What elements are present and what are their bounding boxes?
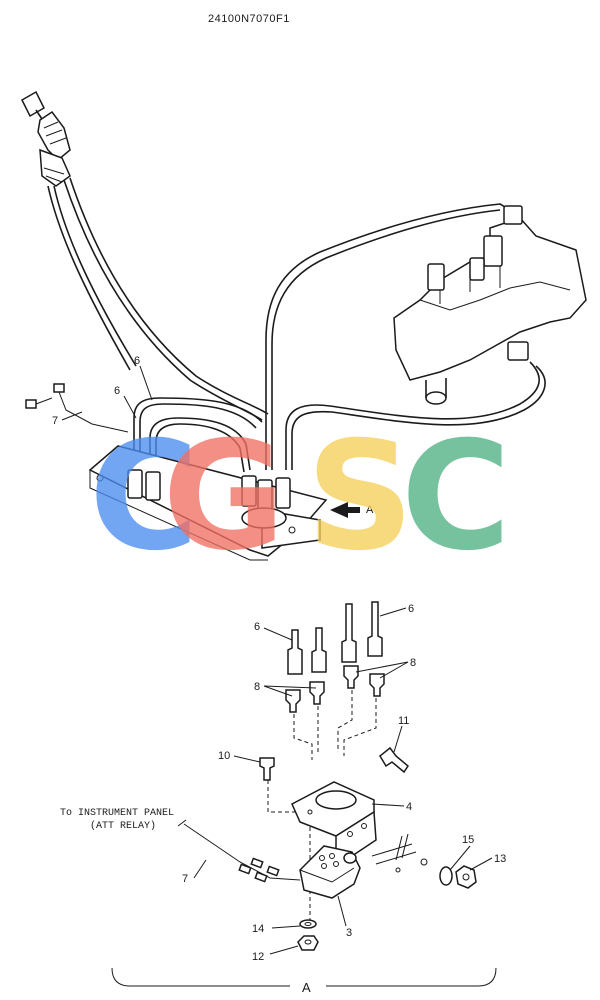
upper-fittings [127,469,291,529]
detail-arrow [330,502,360,518]
callout-nut-right: 13 [494,853,506,865]
detail-pipes [287,601,383,675]
callout-pipe-right: 6 [408,603,414,615]
callout-valve-block: 3 [346,927,352,939]
callout-bracket: 4 [406,801,412,813]
callout-connector-left: 8 [254,681,260,693]
detail-washer-nut [439,865,477,889]
detail-valve-block [299,845,361,899]
upper-harness [25,383,129,433]
callout-connector-right: 8 [410,657,416,669]
att-relay-note: (ATT RELAY) [90,820,156,832]
drawing-number: 24100N7070F1 [208,13,290,25]
callout-nut-bottom: 12 [252,951,264,963]
callout-pipe-left: 6 [254,621,260,633]
callout-bolt-right: 11 [398,715,409,727]
watermark-letter-1: C [89,410,199,584]
callout-washer: 15 [462,834,474,846]
detail-a-bracket [111,967,497,987]
control-valve [393,205,587,405]
joystick-lever [21,90,71,187]
lower-leaders [193,607,493,955]
callout-harness-lower: 7 [182,873,188,885]
instrument-panel-note: To INSTRUMENT PANEL [60,808,174,819]
watermark-letter-4: C [401,410,511,584]
detail-label: A [302,980,311,995]
detail-shaft [371,833,428,873]
detail-bolts [259,746,409,781]
detail-harness [177,819,301,883]
callout-harness-upper: 7 [52,415,58,427]
callout-lock-washer: 14 [252,923,264,935]
watermark-letter-2: G [162,410,285,584]
callout-pipe-upper-a: 6 [134,355,140,367]
upper-leaders [61,365,153,421]
watermark-letter-3: S [306,410,414,584]
pilot-hoses [47,177,546,476]
detail-bottom-fasteners [297,919,319,951]
callout-pipe-upper-b: 6 [114,385,120,397]
callout-detail-ref: A [366,504,374,516]
callout-bolt-left: 10 [218,750,230,762]
